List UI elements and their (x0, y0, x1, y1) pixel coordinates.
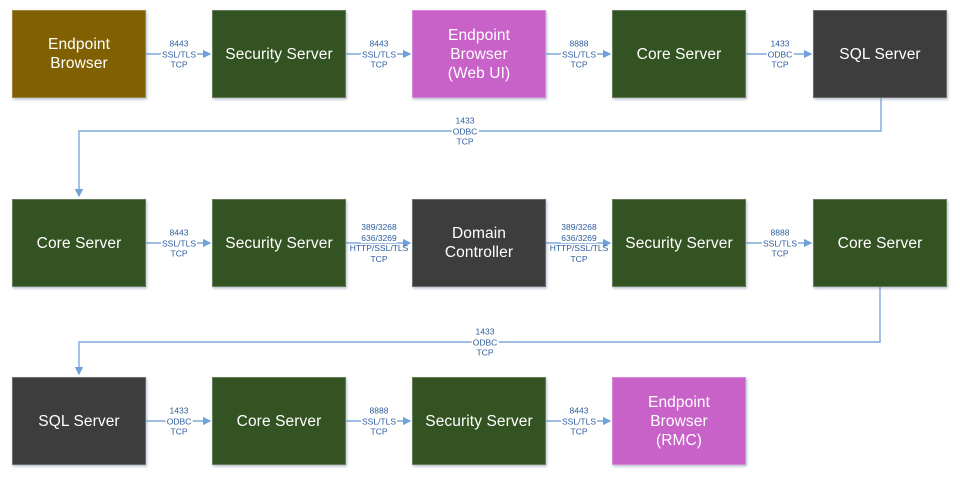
node-sql-server[interactable]: SQL Server (813, 10, 947, 98)
wire-wrap-2 (74, 287, 881, 376)
node-label: Core Server (236, 412, 322, 430)
node-label: Core Server (636, 45, 722, 63)
node-sql-server[interactable]: SQL Server (12, 377, 146, 465)
node-core-server[interactable]: Core Server (212, 377, 346, 465)
node-label: Core Server (837, 234, 923, 252)
node-label: Security Server (625, 234, 733, 252)
node-core-server[interactable]: Core Server (813, 199, 947, 287)
wire-wrap-1 (74, 98, 882, 198)
node-security-server[interactable]: Security Server (212, 10, 346, 98)
node-label: Security Server (225, 45, 333, 63)
node-label: SQL Server (839, 45, 921, 63)
node-security-server[interactable]: Security Server (612, 199, 746, 287)
node-core-server[interactable]: Core Server (12, 199, 146, 287)
node-security-server[interactable]: Security Server (412, 377, 546, 465)
node-security-server[interactable]: Security Server (212, 199, 346, 287)
node-label: Security Server (225, 234, 333, 252)
node-core-server[interactable]: Core Server (612, 10, 746, 98)
node-label: SQL Server (38, 412, 120, 430)
node-label: Core Server (36, 234, 122, 252)
node-label: Security Server (425, 412, 533, 430)
